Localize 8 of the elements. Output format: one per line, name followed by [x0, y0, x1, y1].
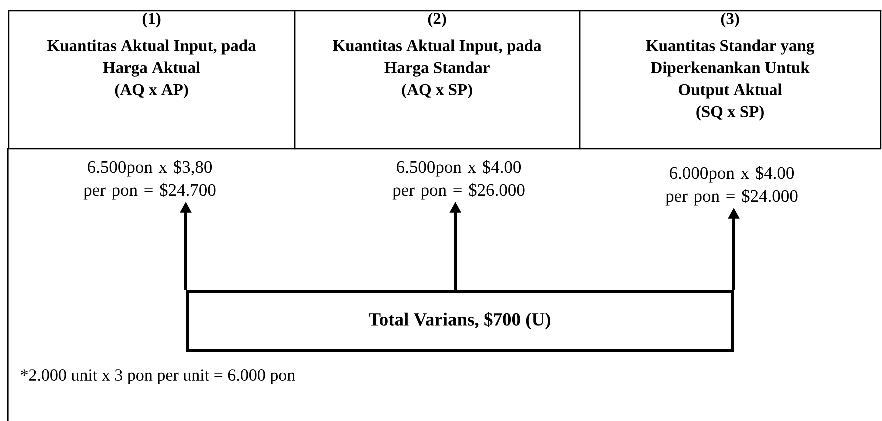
- value-text: 6.500pon x $4.00 per pon = $26.000: [392, 160, 525, 200]
- header-cell: (3) Kuantitas Standar yang Diperkenankan Untuk Output Aktual (SQ x SP): [579, 10, 882, 150]
- value-text: 6.000pon x $4.00 per pon = $24.000: [666, 166, 798, 206]
- footnote: *2.000 unit x 3 pon per unit = 6.000 pon: [21, 370, 296, 384]
- header-cell: (1) Kuantitas Aktual Input, pada Harga Aktual (AQ x AP): [8, 10, 296, 150]
- value-text: 6.500pon x $3,80 per pon = $24.700: [84, 160, 216, 200]
- total-box: Total Varians, $700 (U): [186, 290, 734, 352]
- header-cell: (2) Kuantitas Aktual Input, pada Harga Standar (AQ x SP): [294, 10, 581, 150]
